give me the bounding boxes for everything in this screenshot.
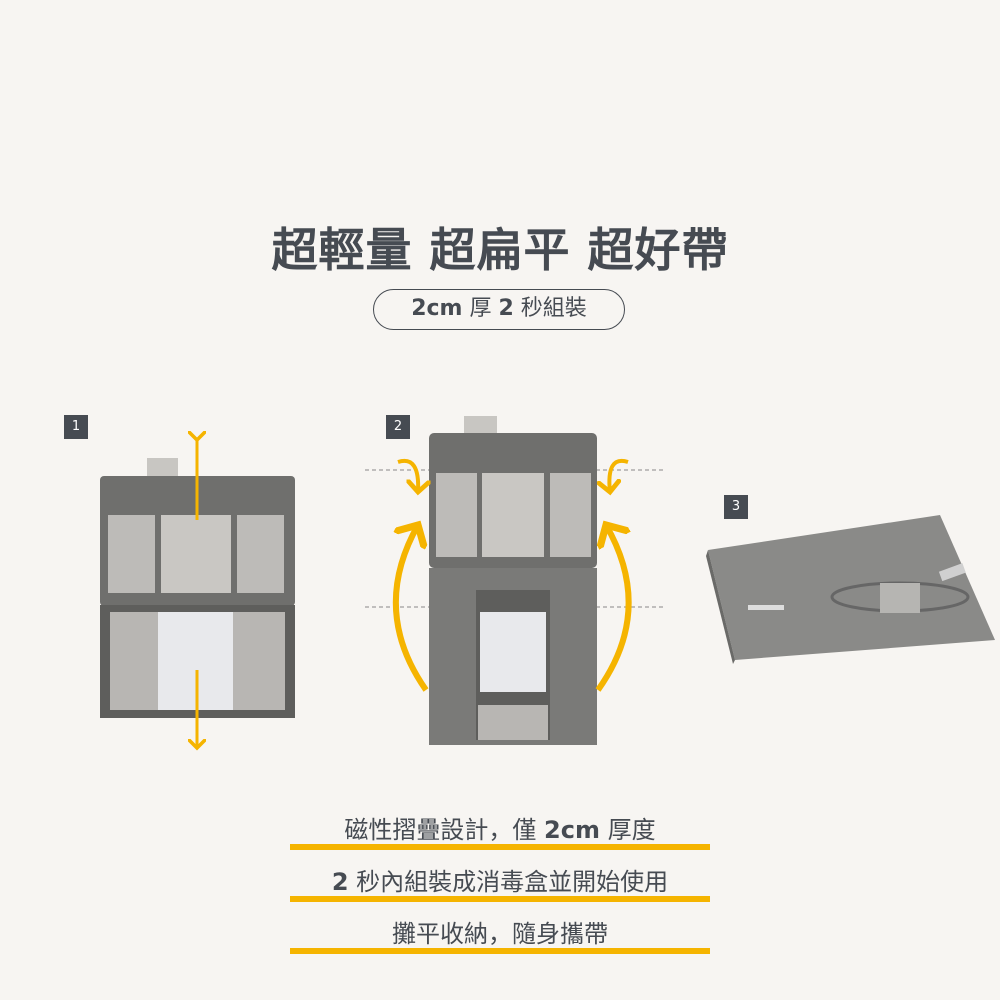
feature-text: 秒內組裝成消毒盒並開始使用 bbox=[348, 868, 669, 896]
badge-thick-label: 厚 bbox=[462, 296, 499, 321]
badge-thickness: 2cm bbox=[411, 296, 463, 321]
product-step-3-flat-case bbox=[706, 515, 995, 664]
badge-assembly-label: 秒組裝 bbox=[513, 296, 587, 321]
feature-bold: 2 bbox=[331, 868, 349, 896]
highlight-bar bbox=[290, 948, 710, 954]
feature-text: 磁性摺疊設計，僅 bbox=[344, 816, 545, 844]
feature-fast-assembly: 2 秒內組裝成消毒盒並開始使用 bbox=[290, 862, 710, 902]
product-step-2-folding-case bbox=[365, 416, 665, 745]
feature-flat-storage: 攤平收納，隨身攜帶 bbox=[290, 914, 710, 954]
product-step-1-open-case bbox=[100, 440, 295, 748]
highlight-bar bbox=[290, 844, 710, 850]
step-2-label: 2 bbox=[386, 415, 410, 439]
step-3-label: 3 bbox=[724, 495, 748, 519]
badge-seconds: 2 bbox=[498, 296, 514, 321]
feature-text: 厚度 bbox=[599, 816, 656, 844]
badge: 2cm 厚 2 秒組裝 bbox=[373, 289, 625, 330]
feature-text: 攤平收納，隨身攜帶 bbox=[392, 920, 608, 948]
feature-bold: 2cm bbox=[544, 816, 600, 844]
headline: 超輕量 超扁平 超好帶 bbox=[271, 223, 729, 277]
highlight-bar bbox=[290, 896, 710, 902]
step-1-label: 1 bbox=[64, 415, 88, 439]
feature-magnetic-fold: 磁性摺疊設計，僅 2cm 厚度 bbox=[290, 810, 710, 850]
